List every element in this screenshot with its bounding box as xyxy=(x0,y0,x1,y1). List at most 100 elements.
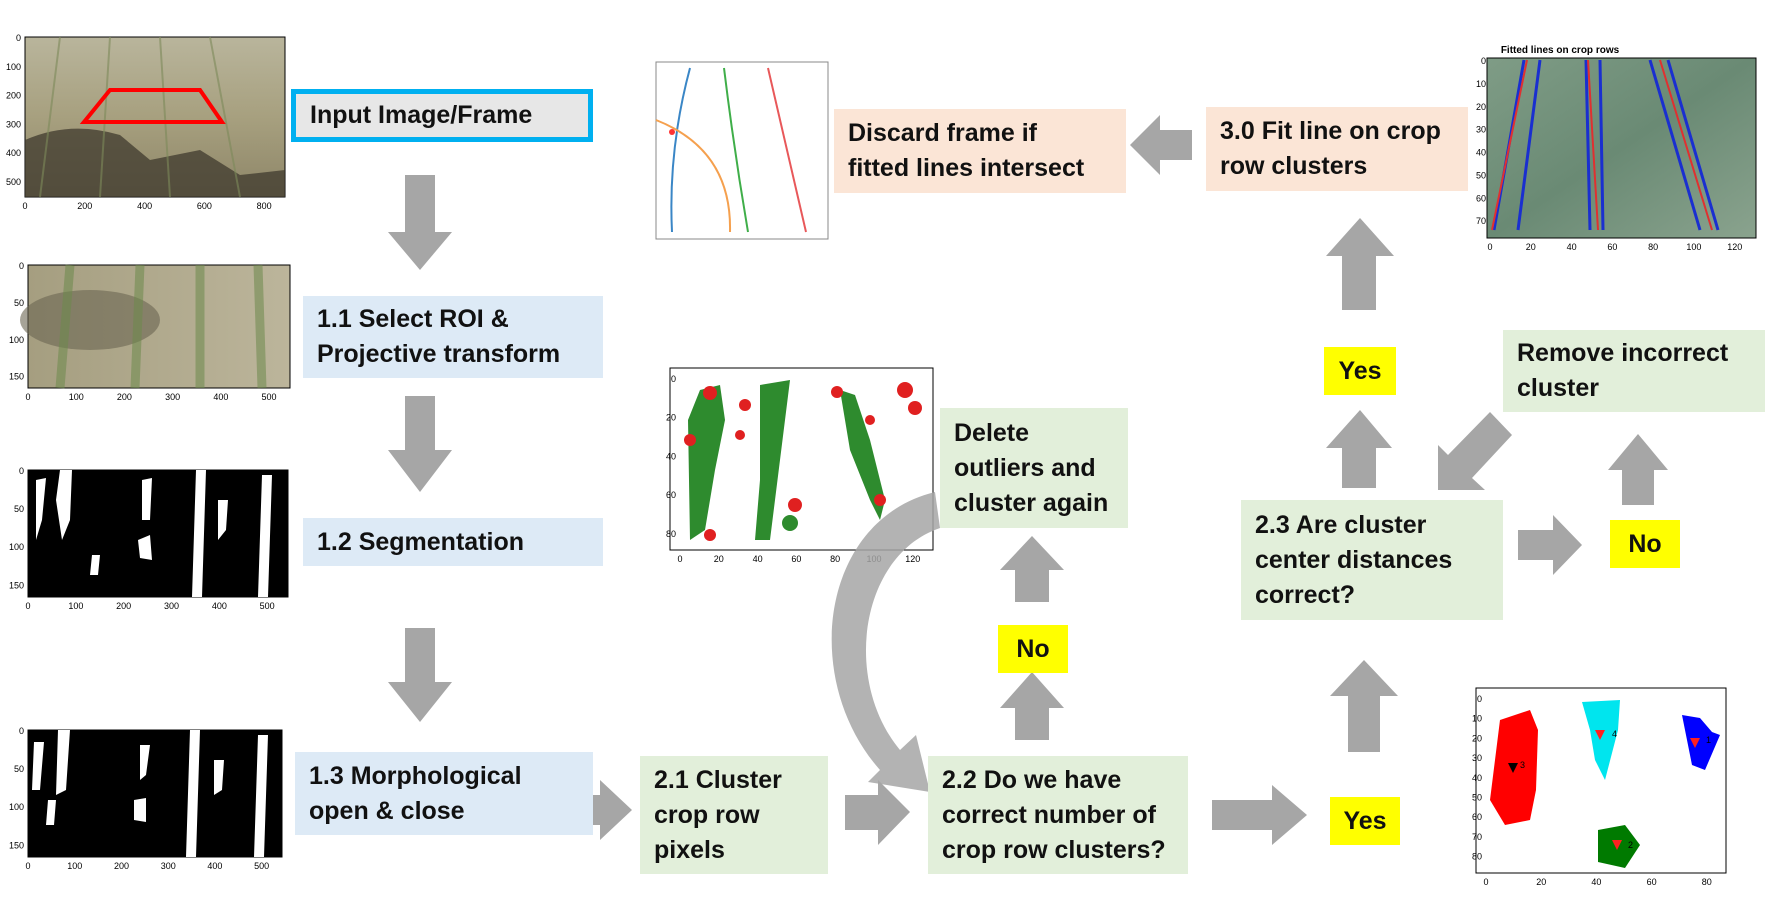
cluster-label-1: 1 xyxy=(1706,735,1711,745)
input_frame-y-tick: 0 xyxy=(16,33,21,43)
clusters-x-tick: 60 xyxy=(1647,877,1657,887)
fitted-y-tick: 20 xyxy=(1476,102,1486,112)
fitted-y-tick: 0 xyxy=(1481,56,1486,66)
clusters-y-tick: 20 xyxy=(1472,733,1482,743)
roi-y-tick: 50 xyxy=(14,298,24,308)
arrow-up-no xyxy=(1000,672,1064,740)
clusters-y-tick: 40 xyxy=(1472,773,1482,783)
segmentation-x-tick: 100 xyxy=(68,601,83,611)
outliers-x-tick: 0 xyxy=(677,554,682,564)
discard-box: Discard frame if fitted lines intersect xyxy=(834,109,1126,193)
fitted-y-tick: 60 xyxy=(1476,193,1486,203)
arrow-left-discard xyxy=(1130,115,1192,175)
outliers-y-tick: 60 xyxy=(666,490,676,500)
flow-arrows xyxy=(388,115,1668,845)
clusters-y-tick: 0 xyxy=(1477,694,1482,704)
fitted-plot-title: Fitted lines on crop rows xyxy=(1501,45,1620,56)
morphology-x-tick: 200 xyxy=(114,861,129,871)
roi-x-tick: 400 xyxy=(213,392,228,402)
input_frame-x-tick: 0 xyxy=(22,201,27,211)
arrow-right-2 xyxy=(845,780,910,845)
arrow-up-2-3 xyxy=(1326,410,1392,488)
step-3-0-box: 3.0 Fit line on crop row clusters xyxy=(1206,107,1468,191)
arrow-up-remove xyxy=(1608,434,1668,505)
yes-label-2-3: Yes xyxy=(1324,347,1396,395)
remove-incorrect-box: Remove incorrect cluster xyxy=(1503,330,1765,412)
arrow-diagonal xyxy=(1438,412,1512,490)
clusters-y-tick: 50 xyxy=(1472,792,1482,802)
arrow-right-4 xyxy=(1518,515,1582,575)
segmentation-x-tick: 0 xyxy=(25,601,30,611)
yes-label-2-2: Yes xyxy=(1330,797,1400,845)
fitted-x-tick: 60 xyxy=(1607,242,1617,252)
morphology-x-tick: 100 xyxy=(67,861,82,871)
input_frame-x-tick: 600 xyxy=(197,201,212,211)
clusters-y-tick: 70 xyxy=(1472,832,1482,842)
fitted-x-tick: 80 xyxy=(1648,242,1658,252)
clusters-x-tick: 0 xyxy=(1483,877,1488,887)
step-1-1-box: 1.1 Select ROI & Projective transform xyxy=(303,296,603,378)
input-frame-box: Input Image/Frame xyxy=(291,89,593,142)
input_frame-x-tick: 200 xyxy=(77,201,92,211)
step-1-3-box: 1.3 Morphological open & close xyxy=(295,752,593,835)
fitted-y-tick: 40 xyxy=(1476,148,1486,158)
fitted-y-tick: 70 xyxy=(1476,216,1486,226)
fitted-x-tick: 120 xyxy=(1727,242,1742,252)
outliers-x-tick: 80 xyxy=(830,554,840,564)
segmentation-x-tick: 300 xyxy=(164,601,179,611)
segmentation-x-tick: 200 xyxy=(116,601,131,611)
segmentation-y-tick: 0 xyxy=(19,466,24,476)
fitted-y-tick: 30 xyxy=(1476,125,1486,135)
input_frame-y-tick: 400 xyxy=(6,148,21,158)
roi-trapezoid xyxy=(79,88,226,124)
arrow-up-delete xyxy=(1000,536,1064,602)
input_frame-x-tick: 800 xyxy=(257,201,272,211)
cluster-label-4: 4 xyxy=(1612,729,1617,739)
segmentation-x-tick: 400 xyxy=(212,601,227,611)
outliers-x-tick: 60 xyxy=(791,554,801,564)
clusters-y-tick: 30 xyxy=(1472,753,1482,763)
step-2-3-box: 2.3 Are cluster center distances correct… xyxy=(1241,500,1503,620)
cluster-label-3: 3 xyxy=(1520,760,1525,770)
morphology-x-tick: 0 xyxy=(25,861,30,871)
step-2-2-box: 2.2 Do we have correct number of crop ro… xyxy=(928,756,1188,874)
segmentation-y-tick: 150 xyxy=(9,580,24,590)
intersect-plot xyxy=(655,61,829,240)
input_frame-y-tick: 500 xyxy=(6,177,21,187)
outliers-x-tick: 120 xyxy=(905,554,920,564)
morphology-x-tick: 500 xyxy=(254,861,269,871)
roi-y-tick: 0 xyxy=(19,261,24,271)
delete-outliers-box: Delete outliers and cluster again xyxy=(940,408,1128,528)
outliers-x-tick: 40 xyxy=(753,554,763,564)
segmentation-y-tick: 50 xyxy=(14,504,24,514)
segmentation-x-tick: 500 xyxy=(260,601,275,611)
outliers-y-tick: 40 xyxy=(666,451,676,461)
outliers-x-tick: 20 xyxy=(714,554,724,564)
roi-x-tick: 0 xyxy=(25,392,30,402)
morphology-y-tick: 50 xyxy=(14,764,24,774)
arrow-up-yes xyxy=(1330,660,1398,752)
morphology-x-tick: 400 xyxy=(207,861,222,871)
roi-y-tick: 100 xyxy=(9,335,24,345)
step-2-1-box: 2.1 Cluster crop row pixels xyxy=(640,756,828,874)
clusters-x-tick: 40 xyxy=(1591,877,1601,887)
cluster-label-2: 2 xyxy=(1628,840,1633,850)
clusters-y-tick: 60 xyxy=(1472,812,1482,822)
no-label-2-2: No xyxy=(998,625,1068,673)
morphology-y-tick: 150 xyxy=(9,840,24,850)
fitted-y-tick: 50 xyxy=(1476,170,1486,180)
arrow-down-2 xyxy=(388,396,452,492)
arrow-right-3 xyxy=(1212,785,1307,845)
roi-x-tick: 500 xyxy=(262,392,277,402)
fitted-y-tick: 10 xyxy=(1476,79,1486,89)
no-label-2-3: No xyxy=(1610,520,1680,568)
arrow-down-1 xyxy=(388,175,452,270)
step-1-2-box: 1.2 Segmentation xyxy=(303,518,603,566)
